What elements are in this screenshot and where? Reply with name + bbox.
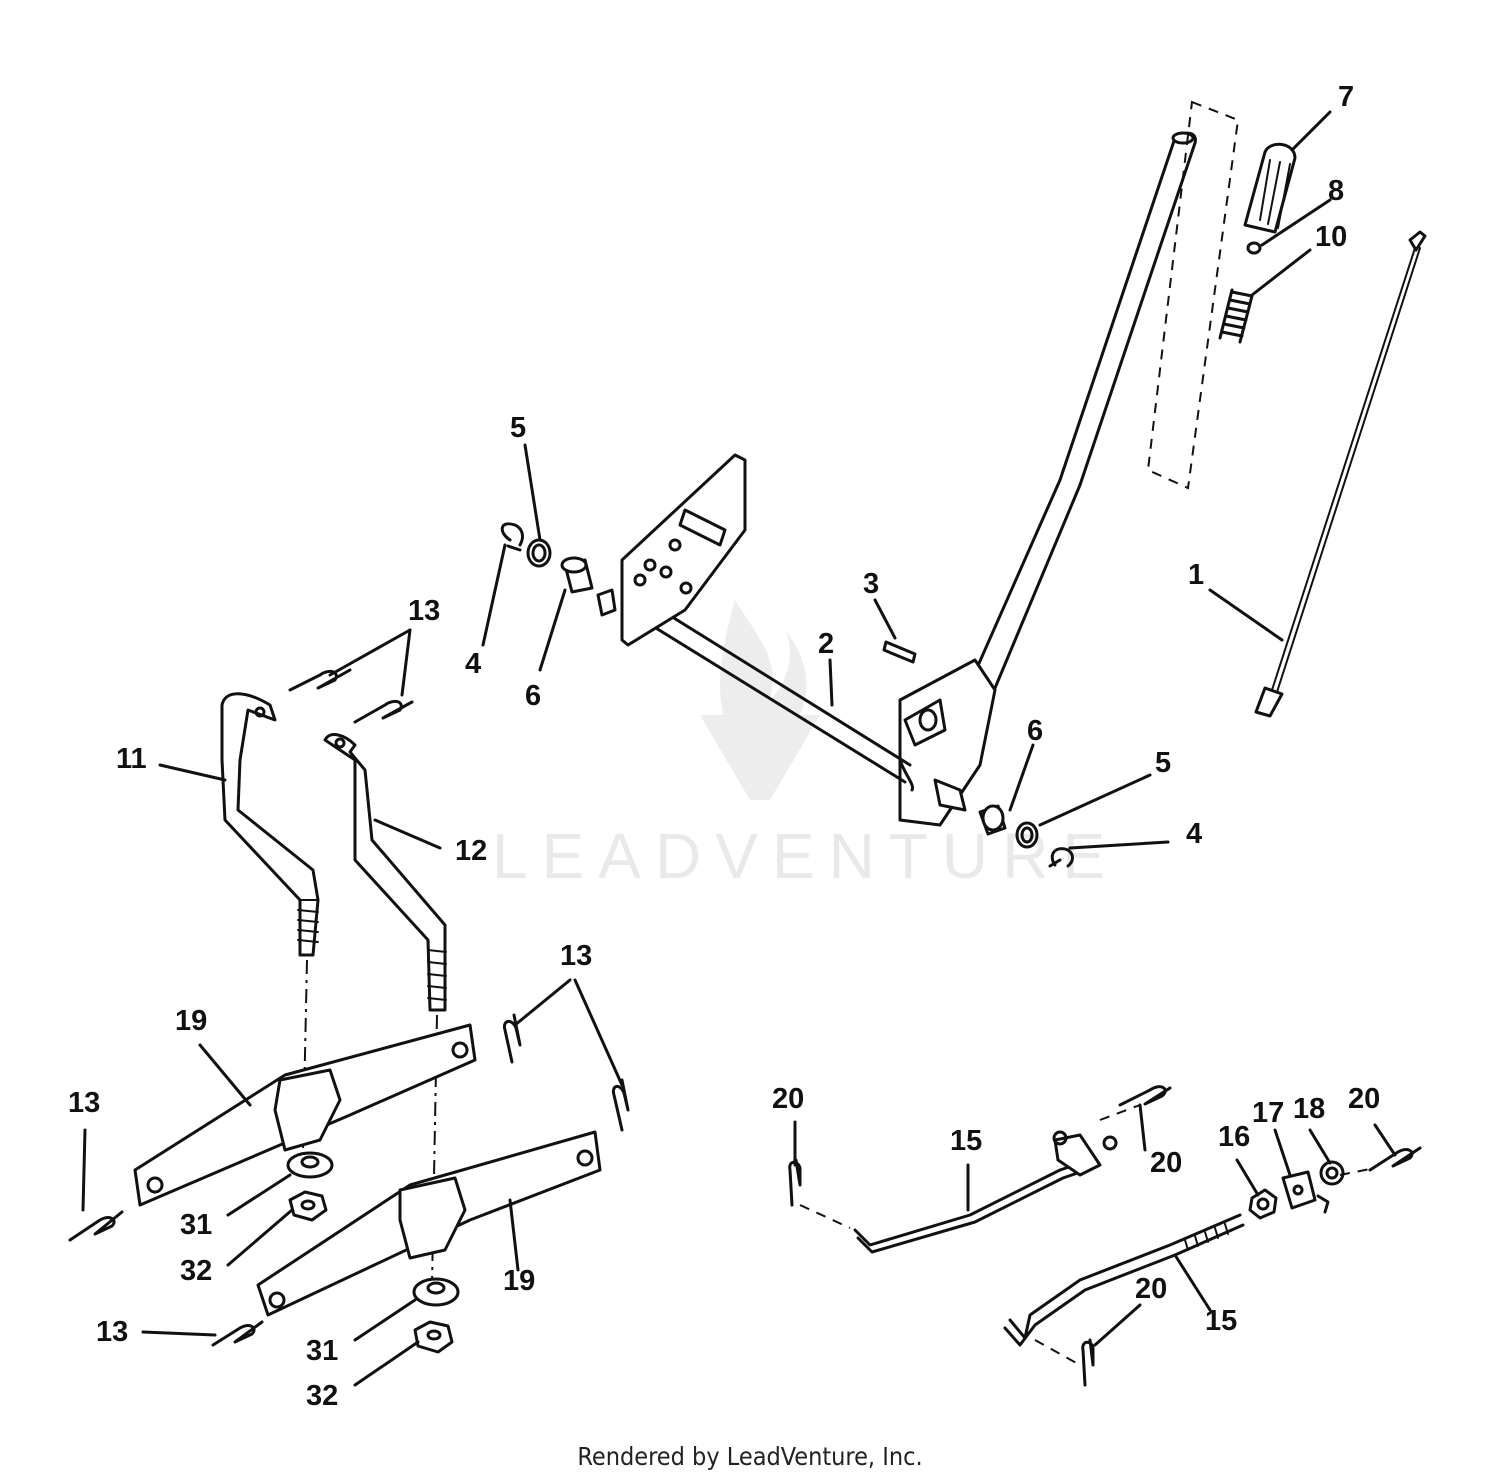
callout-19-upper: 19 <box>175 1005 207 1037</box>
part-15-rod-upper <box>853 1130 1118 1254</box>
callout-10: 10 <box>1315 221 1347 253</box>
callout-7: 7 <box>1338 81 1354 113</box>
callout-6-right: 6 <box>1027 715 1043 747</box>
part-31-spacer-lower <box>412 1277 460 1307</box>
callout-13-mid: 13 <box>560 940 592 972</box>
part-32-nut-lower <box>413 1320 454 1354</box>
part-13-hairpin-f <box>211 1320 264 1347</box>
callout-20-b: 20 <box>1150 1147 1182 1179</box>
assembly-dashed-lines <box>799 1104 1376 1366</box>
part-19-bracket-lower <box>256 1130 602 1317</box>
part-5-washer-left <box>526 538 552 568</box>
part-13-hairpin-b <box>353 699 414 724</box>
part-13-hairpin-d <box>611 1078 630 1132</box>
callout-13-bottom: 13 <box>96 1316 128 1348</box>
part-20-pin-d <box>1081 1338 1095 1387</box>
callout-19-lower: 19 <box>503 1265 535 1297</box>
part-5-washer-right <box>1015 821 1039 849</box>
part-15-rod-lower <box>1003 1213 1245 1347</box>
part-20-pin-a <box>788 1158 802 1207</box>
leadventure-watermark: LEADVENTURE <box>492 600 1119 892</box>
part-20-pin-b <box>1118 1085 1172 1107</box>
leader-lines <box>81 110 1397 1387</box>
part-31-spacer-upper <box>286 1151 334 1179</box>
callout-15-lower: 15 <box>1205 1305 1237 1337</box>
part-17-trunnion <box>1281 1170 1330 1214</box>
callout-6-left: 6 <box>525 680 541 712</box>
callout-32-upper: 32 <box>180 1255 212 1287</box>
callout-3: 3 <box>863 568 879 600</box>
part-8-button <box>1246 241 1262 255</box>
callout-13-left: 13 <box>68 1087 100 1119</box>
part-1-rod <box>1254 230 1427 718</box>
callout-18: 18 <box>1293 1093 1325 1125</box>
callout-31-upper: 31 <box>180 1209 212 1241</box>
part-10-spring <box>1218 288 1254 344</box>
part-7-grip <box>1243 142 1297 234</box>
callout-4-right: 4 <box>1186 818 1202 850</box>
callout-2: 2 <box>818 628 834 660</box>
part-6-bushing-left <box>560 556 594 594</box>
callout-4-left: 4 <box>465 648 481 680</box>
callout-16: 16 <box>1218 1121 1250 1153</box>
part-16-nut <box>1248 1188 1278 1220</box>
part-2-lift-shaft-and-lever <box>628 131 1197 827</box>
watermark-text: LEADVENTURE <box>492 820 1119 892</box>
callout-12: 12 <box>455 835 487 867</box>
callout-15-upper: 15 <box>950 1125 982 1157</box>
callout-1: 1 <box>1188 559 1204 591</box>
callout-31-lower: 31 <box>306 1335 338 1367</box>
callout-20-d: 20 <box>1135 1273 1167 1305</box>
footer-credit: Rendered by LeadVenture, Inc. <box>577 1442 923 1471</box>
part-18-nut <box>1319 1160 1345 1186</box>
callout-32-lower: 32 <box>306 1380 338 1412</box>
callout-5-left: 5 <box>510 412 526 444</box>
callout-11: 11 <box>116 743 147 775</box>
callout-5-right: 5 <box>1155 747 1171 779</box>
part-32-nut-upper <box>288 1190 328 1222</box>
part-11-lift-link <box>220 692 320 957</box>
part-12-lift-link <box>323 733 447 1012</box>
callout-20-c: 20 <box>1348 1083 1380 1115</box>
grip-assembly-outline <box>1146 100 1240 490</box>
callout-17: 17 <box>1252 1097 1284 1129</box>
part-20-pin-c <box>1368 1146 1422 1172</box>
callout-13-top: 13 <box>408 595 440 627</box>
part-13-hairpin-e <box>68 1210 124 1242</box>
part-4-clip-right <box>1048 847 1074 868</box>
part-13-hairpin-a <box>288 668 352 692</box>
part-6-bushing-right <box>978 804 1007 836</box>
part-19-bracket-upper <box>133 1023 477 1207</box>
callout-labels: 7 8 10 1 5 4 6 3 2 6 5 4 13 11 12 13 19 … <box>68 81 1380 1412</box>
part-13-hairpin-c <box>502 1013 522 1064</box>
callout-20-a: 20 <box>772 1083 804 1115</box>
part-4-clip-left <box>500 522 524 552</box>
callout-8: 8 <box>1328 175 1344 207</box>
part-3-roll-pin <box>882 640 917 664</box>
mounting-plate <box>596 453 747 647</box>
